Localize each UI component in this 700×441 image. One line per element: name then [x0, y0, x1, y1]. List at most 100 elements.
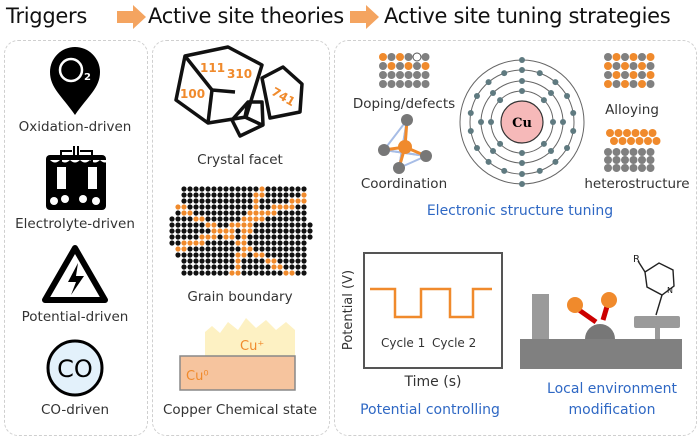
atom-dot [181, 228, 187, 234]
facet-label: 310 [227, 67, 252, 81]
atom-dot [640, 129, 648, 137]
atom-dot [217, 216, 223, 222]
atom-dot [652, 137, 661, 145]
atom-dot [241, 186, 247, 192]
atom-dot [199, 192, 205, 198]
atom-dot [301, 198, 307, 204]
atom-dot [247, 198, 253, 204]
atom-dot [211, 252, 217, 258]
atom-dot [199, 234, 205, 240]
atom-dot [253, 192, 259, 198]
atom-dot [265, 240, 271, 246]
atom-dot [247, 234, 253, 240]
cu-plus-label: Cu⁺ [240, 339, 264, 354]
atom-dot [193, 204, 199, 210]
atom-dot [295, 240, 301, 246]
atom-dot [277, 186, 283, 192]
local-environment-title-line2: modification [568, 402, 656, 418]
atom-dot [199, 210, 205, 216]
atom-dot [181, 258, 187, 264]
atom-dot [247, 246, 253, 252]
atom-dot [648, 129, 657, 137]
atom-dot [181, 252, 187, 258]
atom-dot [606, 129, 614, 137]
atom-dot [235, 204, 241, 210]
atom-dot [265, 234, 271, 240]
atom-dot [265, 216, 271, 222]
header-theories: Active site theories [148, 4, 344, 28]
atom-dot [265, 222, 271, 228]
atom-dot [271, 252, 277, 258]
atom-dot [247, 216, 253, 222]
atom-dot [205, 216, 211, 222]
atom-dot [629, 62, 638, 70]
atom-dot [295, 198, 301, 204]
atom-dot [638, 156, 646, 164]
atom-dot [289, 246, 295, 252]
atom-dot [621, 53, 629, 61]
atom-dot [295, 204, 301, 210]
atom-dot [235, 240, 241, 246]
atom-dot [621, 80, 629, 88]
atom-dot [205, 252, 211, 258]
atom-dot [187, 222, 193, 228]
atom-dot [265, 198, 271, 204]
atom-dot [205, 228, 211, 234]
atom-dot [235, 234, 241, 240]
atom-dot [187, 186, 193, 192]
atom-dot [379, 71, 387, 79]
atom-dot [241, 198, 247, 204]
arrow-icon [350, 5, 379, 29]
atom-dot [631, 129, 640, 137]
atom-dot [621, 164, 629, 172]
atom-dot [217, 258, 223, 264]
atom-dot [229, 258, 235, 264]
atom-dot [552, 158, 559, 165]
atom-dot [265, 264, 271, 270]
atom-dot [199, 240, 205, 246]
atom-dot [271, 222, 277, 228]
atom-dot [612, 148, 621, 156]
atom-dot [175, 234, 181, 240]
atom-dot [387, 80, 396, 88]
atom-dot [205, 246, 211, 252]
atom-dot [217, 246, 223, 252]
atom-dot [253, 252, 259, 258]
atom-dot [217, 234, 223, 240]
atom-dot [253, 204, 259, 210]
atom-dot [618, 137, 627, 145]
atom-dot [247, 252, 253, 258]
atom-dot [223, 246, 229, 252]
atom-dot [379, 80, 387, 88]
atom-dot [265, 186, 271, 192]
atom-dot [289, 258, 295, 264]
atom-dot [229, 210, 235, 216]
atom-dot [612, 164, 621, 172]
atom-dot [265, 228, 271, 234]
atom-dot [519, 160, 525, 166]
atom-dot [497, 97, 504, 104]
atom-dot [253, 186, 259, 192]
atom-dot [473, 93, 480, 99]
atom-dot [621, 62, 629, 70]
atom-dot [175, 246, 181, 252]
atom-dot [211, 246, 217, 252]
facet-label: 100 [180, 87, 205, 101]
atom-dot [536, 167, 543, 174]
atom-dot [175, 222, 181, 228]
crystal-facet-label: Crystal facet [197, 152, 283, 168]
atom-dot [205, 258, 211, 264]
atom-dot [223, 252, 229, 258]
atom-dot [187, 228, 193, 234]
atom-dot [271, 240, 277, 246]
atom-dot [199, 222, 205, 228]
atom-dot [181, 198, 187, 204]
atom-dot [181, 270, 187, 276]
atom-dot [277, 216, 283, 222]
atom-dot [217, 186, 223, 192]
atom-dot [259, 198, 265, 204]
atom-dot [187, 192, 193, 198]
atom-dot [289, 252, 295, 258]
atom-dot [629, 164, 638, 172]
atom-dot [271, 204, 277, 210]
